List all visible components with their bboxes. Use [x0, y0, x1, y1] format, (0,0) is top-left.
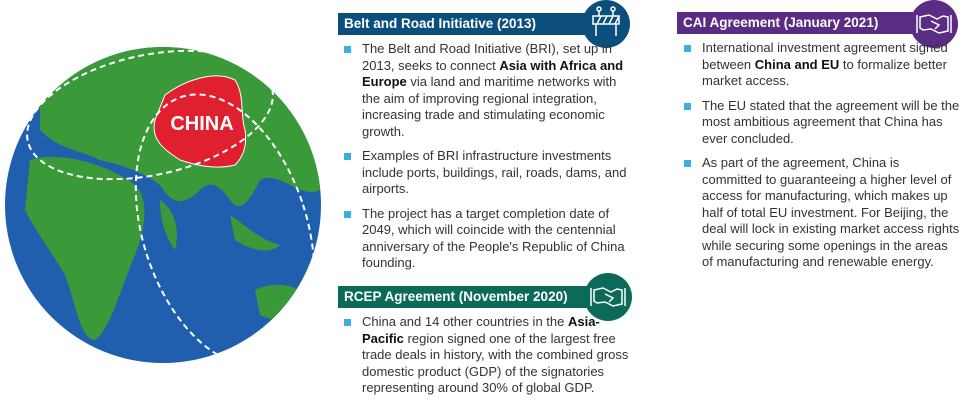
list-item: China and 14 other countries in the Asia… — [340, 314, 632, 397]
belt-route-ellipse — [26, 49, 274, 181]
list-item: The EU stated that the agreement will be… — [680, 98, 960, 148]
handshake-icon — [910, 0, 958, 48]
rcep-title: RCEP Agreement (November 2020) — [338, 286, 600, 308]
bri-bullets: The Belt and Road Initiative (BRI), set … — [340, 41, 632, 280]
road-route-ellipse — [134, 93, 316, 367]
list-item: The project has a target completion date… — [340, 206, 632, 272]
cai-bullets: International investment agreement signe… — [680, 40, 960, 279]
china-label: CHINA — [170, 113, 233, 135]
handshake-icon — [584, 273, 632, 321]
bri-title: Belt and Road Initiative (2013) — [338, 13, 600, 35]
cai-title: CAI Agreement (January 2021) — [677, 12, 937, 34]
list-item: As part of the agreement, China is commi… — [680, 155, 960, 271]
globe-map: CHINA — [5, 47, 321, 367]
rcep-bullets: China and 14 other countries in the Asia… — [340, 314, 632, 405]
china-region — [153, 75, 247, 168]
barrier-icon — [582, 0, 630, 48]
list-item: International investment agreement signe… — [680, 40, 960, 90]
list-item: The Belt and Road Initiative (BRI), set … — [340, 41, 632, 140]
list-item: Examples of BRI infrastructure investmen… — [340, 148, 632, 198]
